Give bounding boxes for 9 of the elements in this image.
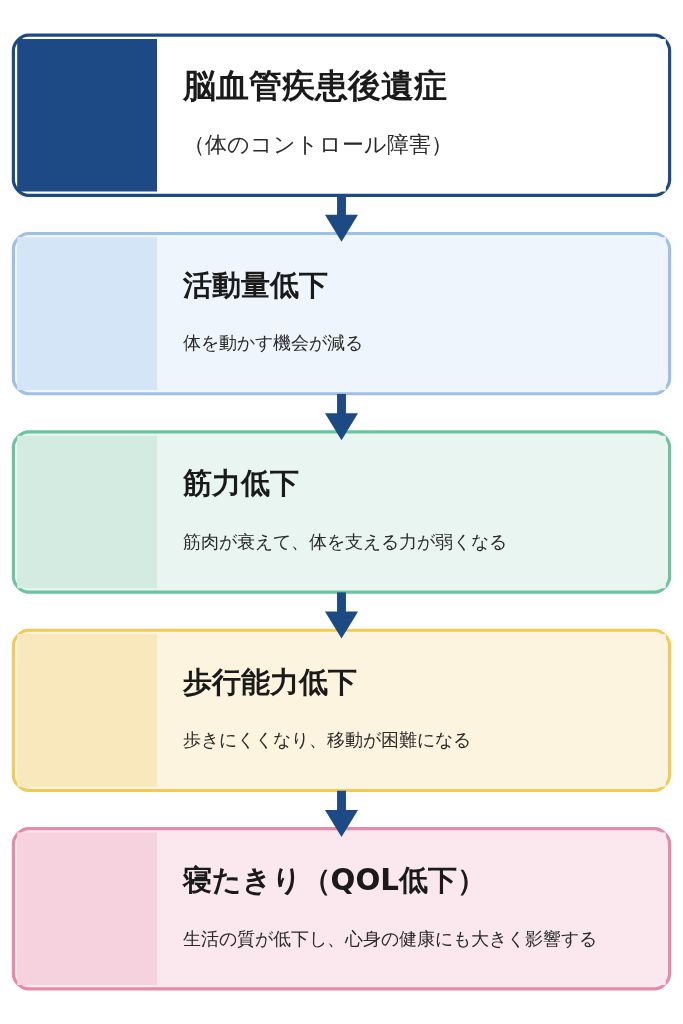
- node-box: 筋力低下 筋肉が衰えて、体を支える力が弱くなる: [11, 430, 672, 594]
- arrow: [325, 790, 358, 837]
- node-box: 歩行能力低下 歩きにくくなり、移動が困難になる: [11, 628, 672, 793]
- node-box: 寝たきり（QOL低下） 生活の質が低下し、心身の健康にも大きく影響する: [11, 827, 672, 991]
- arrow: [325, 592, 358, 639]
- arrow: [325, 393, 358, 441]
- node-box: 活動量低下 体を動かす機会が減る: [11, 231, 672, 396]
- node-box: 脳血管疾患後遺症 （体のコントロール障害）: [11, 33, 672, 197]
- arrow: [325, 195, 358, 242]
